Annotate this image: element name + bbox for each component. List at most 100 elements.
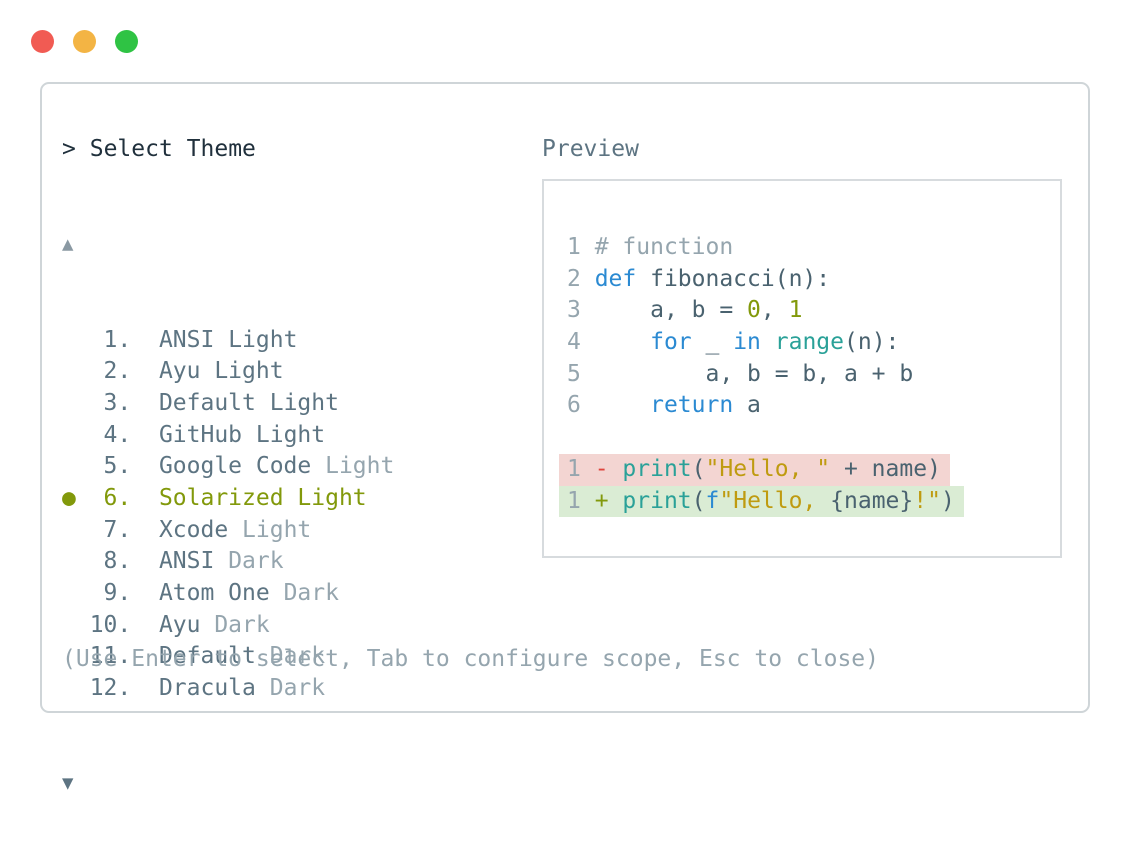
code-token-ln: 2: [567, 265, 595, 292]
theme-item-variant: Dark: [269, 675, 326, 702]
bullet-spacer: [62, 388, 76, 420]
code-line: 4 for _ in range(n):: [567, 327, 1060, 359]
theme-item-number: 3.: [75, 389, 159, 416]
zoom-button[interactable]: [115, 30, 138, 53]
code-line: 1 # function: [567, 232, 1060, 264]
theme-item-variant: Light: [242, 516, 312, 543]
theme-item-name: Default: [158, 389, 270, 416]
theme-list-item[interactable]: 4. GitHub Light: [62, 420, 394, 452]
code-token-pl: a: [733, 392, 761, 419]
code-token-kw: return: [650, 392, 734, 419]
code-token-pl: a, b = b, a + b: [594, 360, 914, 387]
code-token-add: +: [594, 487, 623, 514]
theme-item-variant: Light: [228, 326, 298, 353]
bullet-spacer: [62, 325, 76, 357]
theme-list-item[interactable]: 5. Google Code Light: [62, 451, 395, 483]
theme-item-name: Solarized: [158, 484, 298, 511]
theme-item-variant: Light: [297, 484, 367, 511]
bullet-spacer: [62, 356, 76, 388]
bullet-spacer: [62, 515, 76, 547]
code-token-fn: print: [622, 455, 692, 482]
theme-item-variant: Dark: [269, 643, 326, 670]
code-token-num: 1: [788, 297, 803, 324]
theme-item-name: Xcode: [158, 516, 243, 543]
code-token-pl: (n):: [844, 329, 900, 356]
theme-item-name: Atom One: [158, 580, 284, 606]
theme-item-variant: Dark: [228, 548, 284, 575]
code-token-ln: 1: [567, 455, 595, 482]
theme-list-item[interactable]: 7. Xcode Light: [62, 515, 394, 547]
theme-list-item[interactable]: 12. Dracula Dark: [62, 673, 394, 705]
theme-list-item[interactable]: 1. ANSI Light: [62, 325, 394, 357]
code-token-str: !": [913, 487, 941, 514]
diff-added-line: 1 + print(f"Hello, {name}!"): [559, 485, 1060, 518]
bullet-spacer: [62, 420, 76, 452]
code-token-pl: [595, 329, 650, 355]
theme-list-item[interactable]: 10. Ayu Dark: [62, 610, 394, 642]
theme-item-variant: Dark: [283, 580, 339, 606]
code-token-fn: print: [622, 487, 692, 514]
theme-item-number: 12.: [75, 675, 159, 702]
prompt-symbol: >: [62, 136, 76, 162]
code-token-kw: for: [650, 329, 692, 356]
diff-removed-line: 1 - print("Hello, " + name): [559, 453, 1060, 486]
theme-item-variant: Dark: [214, 611, 270, 638]
bullet-spacer: [62, 546, 76, 578]
select-theme-title: Select Theme: [89, 136, 256, 162]
theme-list-item[interactable]: 8. ANSI Dark: [62, 546, 394, 578]
theme-item-number: 11.: [75, 643, 159, 670]
theme-list-item[interactable]: 11. Default Dark: [62, 641, 394, 673]
theme-item-number: 8.: [75, 548, 159, 575]
diff-highlight: 1 - print("Hello, " + name): [559, 453, 950, 486]
theme-item-name: Dracula: [158, 675, 270, 702]
theme-item-name: Ayu: [158, 358, 215, 385]
scroll-down-icon[interactable]: ▼: [62, 772, 74, 795]
theme-selector-window: > Select Theme Preview ▲ 1. ANSI Light 2…: [40, 82, 1090, 794]
code-token-pl: _: [691, 329, 734, 356]
code-token-ln: 1: [567, 487, 595, 514]
bullet-spacer: [62, 451, 76, 483]
theme-list-item[interactable]: 2. Ayu Light: [62, 356, 394, 388]
code-token-pl: (: [691, 487, 706, 514]
code-token-pl: ): [940, 487, 955, 514]
code-token-pl: [761, 329, 775, 355]
code-token-num: 0: [747, 297, 761, 324]
scroll-up-icon[interactable]: ▲: [62, 233, 74, 256]
code-token-pl: ,: [760, 297, 789, 324]
theme-item-number: 6.: [75, 484, 159, 511]
theme-item-number: 9.: [75, 580, 159, 606]
code-token-ln: 1: [567, 234, 595, 260]
preview-label: Preview: [542, 136, 639, 162]
minimize-button[interactable]: [73, 30, 96, 53]
code-token-ln: 6: [567, 392, 595, 419]
code-token-pl: fibonacci(n):: [636, 265, 831, 292]
theme-item-name: Google Code: [158, 453, 326, 480]
theme-item-name: ANSI: [158, 548, 229, 575]
code-token-pl: a, b =: [594, 297, 748, 324]
page-title: > Select Theme: [62, 134, 256, 166]
bullet-spacer: [62, 673, 76, 705]
selected-bullet-icon: ●: [62, 484, 76, 511]
theme-item-name: Default: [158, 643, 270, 670]
code-token-cm: # function: [594, 234, 734, 260]
theme-list-item[interactable]: ● 6. Solarized Light: [62, 483, 394, 515]
theme-list-item[interactable]: 9. Atom One Dark: [62, 578, 394, 610]
code-token-pl: {name}: [830, 487, 914, 514]
close-button[interactable]: [31, 30, 54, 53]
code-token-str: "Hello,: [719, 487, 831, 514]
code-token-kw: def: [594, 265, 637, 292]
code-token-del: -: [594, 455, 623, 482]
code-line: 5 a, b = b, a + b: [567, 359, 1060, 391]
code-line: [567, 422, 1060, 454]
theme-item-name: ANSI: [158, 326, 229, 353]
code-token-str: "Hello, ": [705, 455, 831, 482]
theme-item-variant: Light: [255, 421, 326, 448]
theme-item-number: 1.: [75, 326, 159, 353]
theme-list-item[interactable]: 3. Default Light: [62, 388, 394, 420]
theme-item-number: 4.: [75, 421, 159, 448]
theme-item-number: 7.: [75, 516, 159, 543]
code-token-ln: 4: [567, 329, 595, 356]
bullet-spacer: [62, 578, 76, 610]
